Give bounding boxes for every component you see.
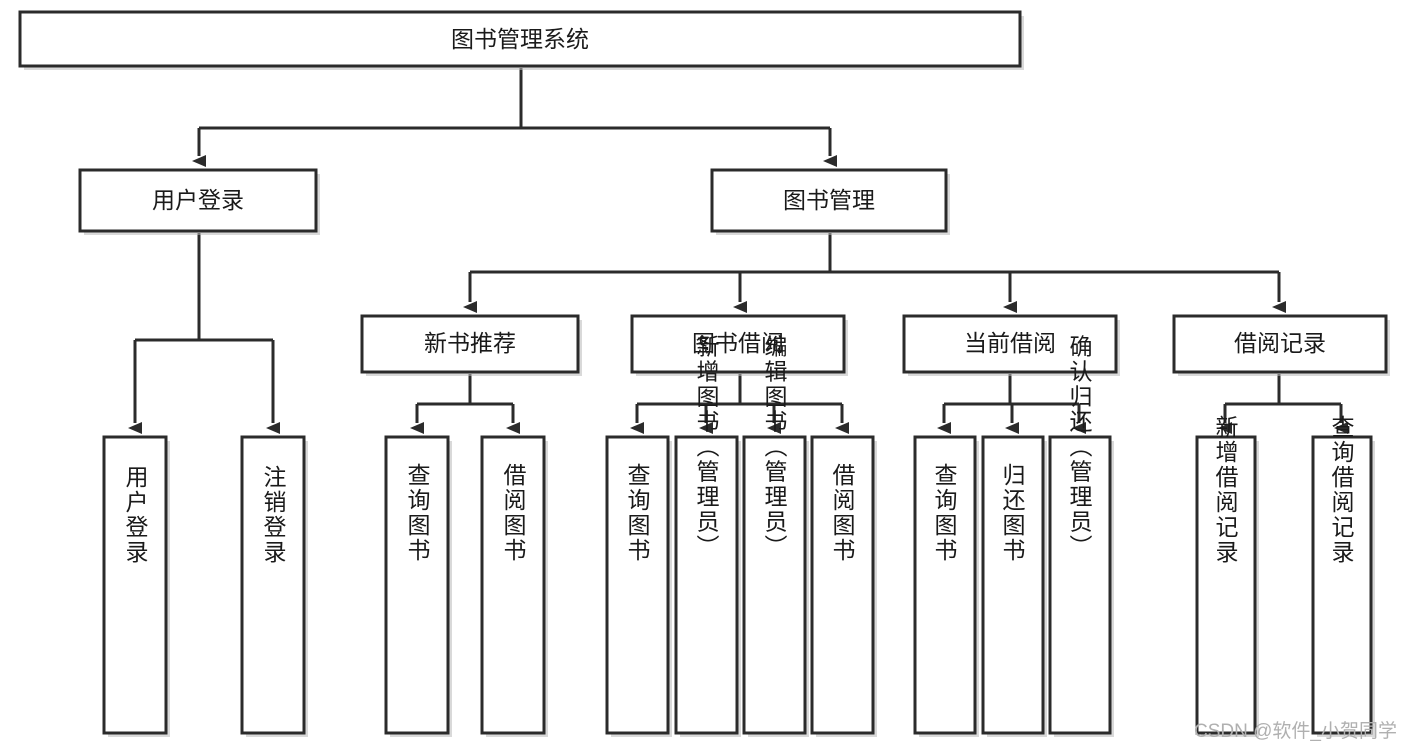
borrow-record-label: 借阅记录 [1234, 330, 1326, 356]
edge-layer [128, 68, 1348, 434]
leaf-logout-login-box [240, 435, 306, 735]
leaf-query-book-1-box [384, 435, 450, 735]
leaf-return-book-box [981, 435, 1045, 735]
leaf-return-book-label: 归还图书 [999, 463, 1026, 563]
leaf-borrow-book-2-label: 借阅图书 [829, 463, 856, 563]
node-leaf-confirm-return[interactable]: 确认归还（管理员） [1048, 335, 1114, 738]
leaf-query-book-3-label: 查询图书 [931, 463, 958, 563]
leaf-edit-book-box [742, 435, 807, 735]
node-leaf-query-book-3[interactable]: 查询图书 [913, 435, 979, 737]
node-user-login[interactable]: 用户登录 [78, 168, 320, 235]
node-leaf-query-book-2[interactable]: 查询图书 [605, 435, 672, 737]
current-borrow-box [902, 314, 1118, 374]
node-leaf-borrow-book-1[interactable]: 借阅图书 [480, 435, 548, 737]
new-book-rec-box [360, 314, 580, 374]
user-login-label: 用户登录 [152, 187, 244, 213]
leaf-add-book-label: 新增图书（管理员） [693, 335, 720, 560]
node-leaf-add-book[interactable]: 新增图书（管理员） [674, 335, 741, 738]
node-leaf-query-book-1[interactable]: 查询图书 [384, 435, 452, 737]
book-manage-box [710, 168, 948, 233]
leaf-query-record-label: 查询借阅记录 [1328, 415, 1355, 565]
leaf-borrow-book-1-box [480, 435, 546, 735]
node-leaf-edit-book[interactable]: 编辑图书（管理员） [742, 335, 809, 738]
node-root[interactable]: 图书管理系统 [18, 10, 1024, 70]
user-login-box [78, 168, 318, 233]
leaf-borrow-book-2-box [810, 435, 875, 735]
node-book-borrow[interactable]: 图书借阅 [630, 314, 848, 376]
leaf-query-record-box [1311, 435, 1373, 735]
node-leaf-user-login[interactable]: 用户登录 [102, 435, 170, 737]
book-borrow-label: 图书借阅 [692, 330, 784, 356]
node-leaf-add-record[interactable]: 新增借阅记录 [1195, 415, 1259, 737]
node-leaf-query-record[interactable]: 查询借阅记录 [1311, 415, 1375, 737]
root-label: 图书管理系统 [451, 26, 589, 52]
node-current-borrow[interactable]: 当前借阅 [902, 314, 1120, 376]
node-book-manage[interactable]: 图书管理 [710, 168, 950, 235]
leaf-confirm-return-label: 确认归还（管理员） [1066, 335, 1093, 560]
leaf-user-login-label: 用户登录 [122, 465, 149, 565]
leaf-add-record-label: 新增借阅记录 [1212, 415, 1239, 565]
leaf-add-record-box [1195, 435, 1257, 735]
leaf-edit-book-label: 编辑图书（管理员） [761, 335, 788, 560]
watermark-text: CSDN @软件_小贺同学 [1194, 721, 1397, 742]
leaf-query-book-1-label: 查询图书 [404, 463, 431, 563]
node-borrow-record[interactable]: 借阅记录 [1172, 314, 1390, 376]
leaf-query-book-2-label: 查询图书 [624, 463, 651, 563]
leaf-query-book-2-box [605, 435, 670, 735]
leaf-confirm-return-box [1048, 435, 1112, 735]
leaf-logout-login-label: 注销登录 [260, 465, 287, 565]
leaf-add-book-box [674, 435, 739, 735]
new-book-rec-label: 新书推荐 [424, 330, 516, 356]
book-borrow-box [630, 314, 846, 374]
leaf-borrow-book-1-label: 借阅图书 [500, 463, 527, 563]
root-box [18, 10, 1022, 68]
borrow-record-box [1172, 314, 1388, 374]
node-leaf-borrow-book-2[interactable]: 借阅图书 [810, 435, 877, 737]
current-borrow-label: 当前借阅 [964, 330, 1056, 356]
leaf-query-book-3-box [913, 435, 977, 735]
node-new-book-rec[interactable]: 新书推荐 [360, 314, 582, 376]
book-manage-label: 图书管理 [783, 187, 875, 213]
leaf-user-login-box [102, 435, 168, 735]
node-leaf-logout-login[interactable]: 注销登录 [240, 435, 308, 737]
node-leaf-return-book[interactable]: 归还图书 [981, 435, 1047, 737]
